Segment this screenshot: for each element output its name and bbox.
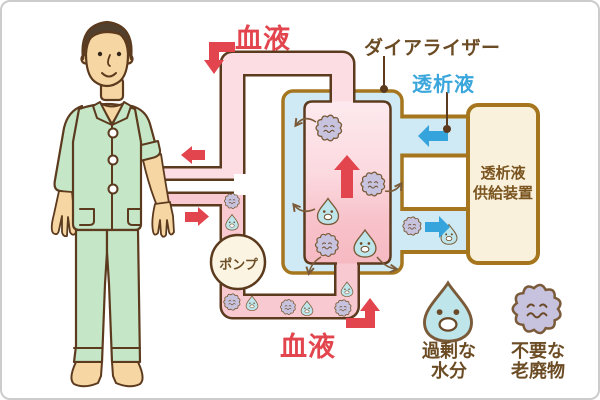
dialysate-supply-device-box: [466, 103, 540, 265]
blood-label-bottom: 血液: [280, 332, 336, 362]
patient-pants-left-leg: [72, 228, 109, 364]
dialysate-outflow-arrow: [425, 216, 450, 238]
legend-water-label: 過剰な 水分: [409, 341, 489, 382]
blood-label-arrow-bottom: [346, 298, 380, 328]
patient-button: [107, 183, 119, 195]
patient-right-forearm: [142, 153, 170, 207]
patient-button: [107, 127, 119, 139]
blood-flow-arrows: [181, 42, 380, 328]
supply-device-label: 透析液 供給装置: [468, 105, 538, 263]
blood-flow-arrow-in-chamber: [334, 155, 360, 198]
patient-collar: [92, 101, 113, 126]
patient-pajama-torso: [71, 102, 143, 232]
blood-label-arrow-top: [204, 42, 235, 74]
legend-waste-line1: 不要な: [511, 341, 565, 361]
blood-flow-arrow-to-arm: [181, 146, 205, 164]
patient-eye: [97, 51, 103, 57]
water-droplet-icon: [423, 281, 473, 343]
diffusion-arrow: [292, 202, 316, 213]
blood-return-tube: [222, 53, 353, 174]
pump-circle: [209, 233, 267, 291]
dialysate-pointer-dot: [443, 125, 451, 133]
legend-icons: [423, 281, 562, 343]
patient-sleeve-cuff: [136, 140, 162, 162]
patient-mouth: [101, 72, 117, 78]
diffusion-arrows: [292, 117, 403, 276]
patient-pants-right-leg: [105, 228, 142, 364]
diffusion-arrow: [376, 256, 399, 274]
dialyzer-pointer-dot: [380, 85, 388, 93]
legend-waste-line2: 老廃物: [511, 360, 565, 381]
waste-particle-icon: [511, 283, 562, 335]
diffusion-arrow: [305, 256, 322, 276]
patient-right-hand: [151, 201, 175, 238]
dialysate-label: 透析液: [412, 74, 475, 96]
legend-water-line2: 水分: [431, 360, 467, 381]
dialysate-flow-arrows: [418, 125, 450, 238]
patient-hair: [81, 20, 133, 61]
blood-flow-arrow-from-arm: [185, 207, 209, 226]
patient-pocket: [127, 208, 141, 226]
dialysate-inflow-arrow: [418, 125, 448, 147]
supply-device-label-line1: 透析液: [480, 164, 526, 182]
patient-left-foot: [70, 361, 103, 388]
pump-label: ポンプ: [219, 257, 258, 272]
legend-water-line1: 過剰な: [422, 341, 476, 361]
diffusion-arrow: [384, 181, 403, 193]
patient-collar: [111, 101, 132, 126]
patient-right-foot: [111, 361, 144, 388]
blood-label-top: 血液: [235, 24, 291, 54]
diffusion-arrow: [294, 117, 317, 128]
patient-pocket: [79, 208, 95, 226]
patient-eye: [116, 51, 122, 57]
patient-illustration: [50, 20, 175, 388]
legend-waste-label: 不要な 老廃物: [498, 341, 578, 382]
patient-nose: [107, 54, 111, 67]
label-leader-lines: [380, 56, 451, 133]
patient-button: [107, 154, 119, 166]
dialyzer-blood-chamber-border: [303, 100, 392, 265]
dialyzer-label: ダイアライザー: [364, 38, 501, 59]
supply-device-label-line2: 供給装置: [472, 185, 533, 202]
